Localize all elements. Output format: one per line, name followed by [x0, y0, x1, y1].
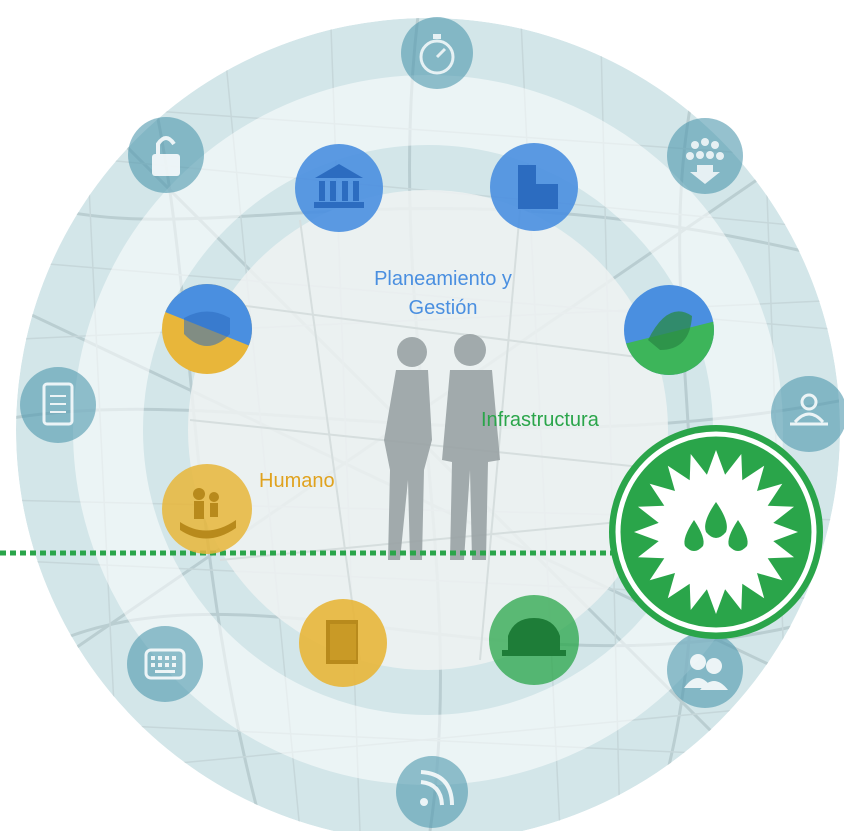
planning-label-line1: Planeamiento y — [374, 268, 512, 290]
car-icon[interactable] — [489, 595, 579, 685]
environment-leaf-icon[interactable] — [620, 280, 720, 380]
book-icon[interactable] — [299, 599, 387, 687]
group-distribution-icon[interactable] — [667, 118, 743, 194]
planning-label-line2: Gestión — [409, 297, 478, 319]
police-badge-icon[interactable] — [160, 282, 255, 377]
water-drops-icon[interactable] — [609, 425, 823, 639]
wifi-icon[interactable] — [396, 756, 468, 828]
padlock-icon[interactable] — [128, 117, 204, 193]
users-icon[interactable] — [667, 632, 743, 708]
keyboard-icon[interactable] — [127, 626, 203, 702]
people-silhouette — [384, 334, 500, 560]
family-hand-icon[interactable] — [162, 464, 252, 554]
office-buildings-icon[interactable] — [490, 143, 578, 231]
checklist-icon[interactable] — [20, 367, 96, 443]
government-building-icon[interactable] — [295, 144, 383, 232]
infrastructure-label: Infrastructura — [481, 409, 600, 431]
stopwatch-icon[interactable] — [401, 17, 473, 89]
human-label: Humano — [259, 470, 335, 492]
person-arrows-icon[interactable] — [771, 376, 844, 452]
